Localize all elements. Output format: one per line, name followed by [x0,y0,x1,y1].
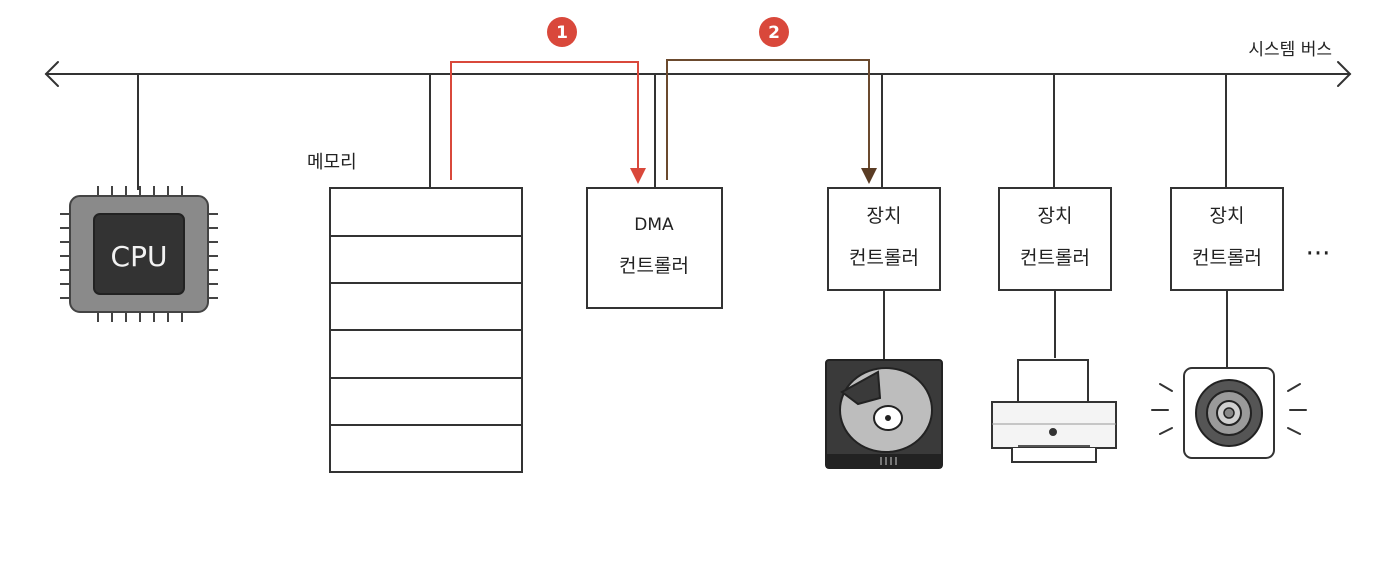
device-controller: 장치 컨트롤러 [1170,187,1284,291]
system-bus [44,61,1352,87]
step2-number: 2 [768,23,780,43]
speaker-icon [1151,367,1307,459]
device-controller-line1: 장치 [1210,205,1245,227]
step1-path [450,61,646,184]
dma-controller: DMA 컨트롤러 [586,187,723,309]
step2-badge: 2 [759,17,789,47]
device-connectors [883,290,1228,368]
device-controller-line1: 장치 [1038,205,1073,227]
cpu-chip-icon [60,186,218,322]
hard-disk-icon [825,359,943,469]
memory-label: 메모리 [307,152,357,173]
step1-number: 1 [556,23,568,43]
more-devices-ellipsis: ··· [1306,239,1331,269]
printer-icon [991,359,1117,463]
device-controller-line1: 장치 [867,205,902,227]
bus-label: 시스템 버스 [1248,40,1332,60]
device-controller: 장치 컨트롤러 [998,187,1112,291]
step1-badge: 1 [547,17,577,47]
dma-label-line2: 컨트롤러 [619,255,689,277]
cpu-label: CPU [111,240,168,273]
bus-arrow-left-icon [44,61,59,87]
device-controller: 장치 컨트롤러 [827,187,941,291]
bus-arrow-right-icon [1337,61,1352,87]
dma-label-line1: DMA [634,215,674,235]
sound-waves-icon [1151,383,1307,435]
step2-path [666,59,877,184]
device-controller-line2: 컨트롤러 [1020,247,1090,269]
step1-arrowhead-icon [630,168,646,184]
device-controller-line2: 컨트롤러 [849,247,919,269]
device-controller-line2: 컨트롤러 [1192,247,1262,269]
memory-block [329,187,523,473]
bus-connectors [137,74,1227,190]
step2-arrowhead-icon [861,168,877,184]
